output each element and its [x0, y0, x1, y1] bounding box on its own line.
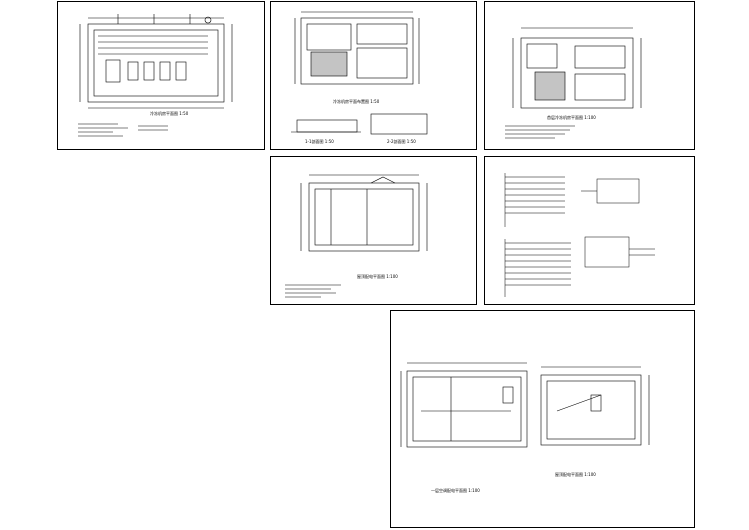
sheet-3-drawing — [505, 27, 642, 139]
caption-s3-plan: 首层冷冻机房平面图 1:100 — [547, 115, 596, 120]
caption-s2-section-b: 2-2剖面图 1:50 — [387, 139, 416, 144]
sheet-2-drawing — [291, 11, 428, 135]
caption-s2-section-a: 1-1剖面图 1:50 — [305, 139, 334, 144]
sheet-2: 冷冻机房平面布置图 1:50 1-1剖面图 1:50 2-2剖面图 1:50 — [270, 1, 477, 150]
caption-s2-plan: 冷冻机房平面布置图 1:50 — [333, 99, 380, 104]
sheet-5-drawing — [504, 173, 655, 297]
caption-s1-plan: 冷冻机房平面图 1:50 — [150, 111, 189, 116]
sheet-6: 一层空调配电平面图 1:100 屋顶配电平面图 1:100 — [390, 310, 695, 528]
sheet-4-drawing — [285, 174, 428, 298]
sheet-5 — [484, 156, 695, 305]
sheet-4: 屋顶配电平面图 1:100 — [270, 156, 477, 305]
sheet-1-drawing — [78, 14, 233, 137]
sheet-1: 冷冻机房平面图 1:50 — [57, 1, 265, 150]
caption-s6-plan-right: 屋顶配电平面图 1:100 — [555, 472, 596, 477]
caption-s6-plan-left: 一层空调配电平面图 1:100 — [431, 488, 480, 493]
sheet-6-drawing — [400, 362, 650, 448]
sheet-3: 首层冷冻机房平面图 1:100 — [484, 1, 695, 150]
caption-s4-plan: 屋顶配电平面图 1:100 — [357, 274, 398, 279]
